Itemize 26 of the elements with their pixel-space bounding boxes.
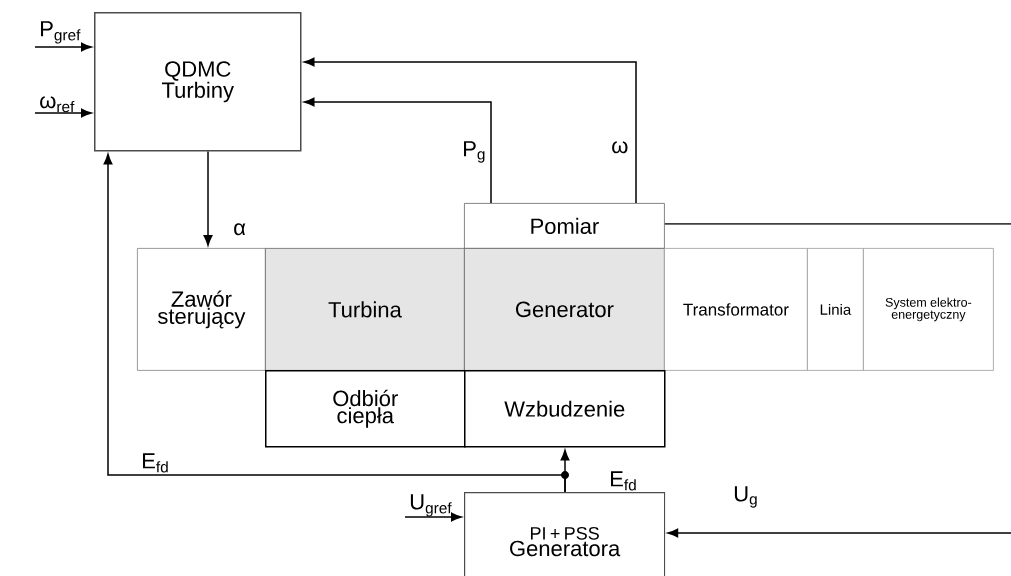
process-box: Linia: [807, 248, 864, 371]
measurement-box: Pomiar: [464, 203, 665, 249]
edge-label: P$_{gref}$: [41, 21, 81, 44]
arrow: [404, 512, 462, 522]
edge-label: E$_{fd}$: [143, 453, 168, 473]
edge-label: U$_{g}$: [734, 486, 757, 508]
process-box: Turbina: [265, 248, 465, 371]
edge-label: U$_{gref}$: [410, 494, 452, 517]
arrow: [667, 528, 1011, 538]
arrow: [303, 57, 637, 204]
arrow: [203, 150, 213, 246]
arrow: [34, 108, 92, 118]
edge-label: E$_{fd}$: [611, 471, 636, 491]
controller-box: QDMC Turbiny: [94, 12, 302, 152]
process-box: Generator: [464, 248, 665, 371]
edge-label: ω: [612, 141, 628, 154]
edge-label: P$_{g}$: [464, 141, 485, 163]
arrow: [34, 42, 92, 52]
arrow: [103, 153, 566, 493]
controller-box: PI + PSS Generatora: [464, 492, 666, 576]
process-box: Zawór sterujący: [137, 248, 266, 371]
edge-label: α: [234, 223, 246, 236]
process-box: Wzbudzenie: [464, 370, 666, 448]
process-box: Odbiór ciepła: [265, 370, 466, 448]
arrow: [303, 97, 492, 204]
edge-label: ω$_{ref}$: [40, 96, 75, 113]
